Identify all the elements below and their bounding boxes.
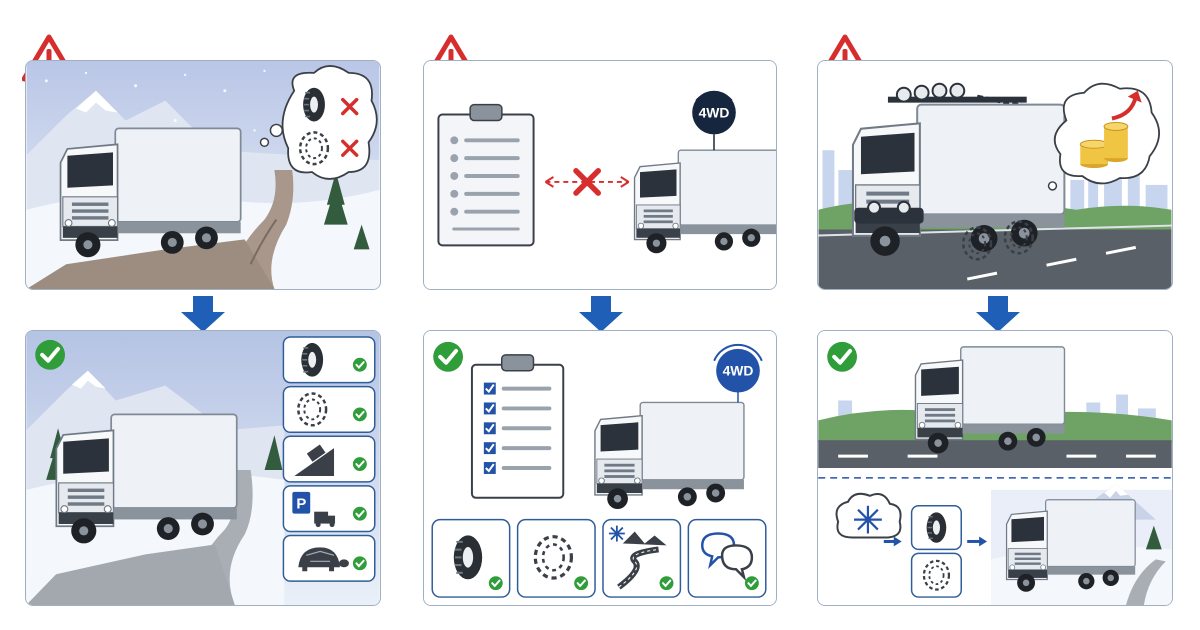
- thought-bubble: [281, 65, 378, 180]
- panel-no-planning: 4WD: [423, 60, 777, 290]
- panel-overequipped-truck: [817, 60, 1173, 290]
- light-bar: [887, 82, 1028, 109]
- panel-with-planning: 4WD: [423, 330, 777, 606]
- panel-right-equipment: [817, 330, 1173, 606]
- snowflake-icon: [854, 505, 882, 534]
- four-wheel-drive-label: 4WD: [723, 363, 754, 379]
- tire-icon: [302, 86, 326, 123]
- check-circle-icon: [743, 575, 760, 592]
- snowy-road-scene: [991, 483, 1172, 605]
- panel-snowy-road-prepared: P: [25, 330, 381, 606]
- planning-scene: 4WD: [424, 331, 776, 605]
- check-circle-icon: [433, 341, 463, 372]
- clipboard-icon: [470, 354, 565, 499]
- check-circle-icon: [658, 575, 675, 592]
- down-arrow-icon: [181, 296, 225, 332]
- winding-road-icon: [617, 531, 667, 590]
- highway-scene: [818, 331, 1172, 605]
- check-circle-icon: [351, 555, 368, 572]
- check-circle-icon: [351, 356, 368, 373]
- check-circle-icon: [351, 505, 368, 522]
- turtle-icon: [298, 547, 349, 572]
- check-circle-icon: [487, 575, 504, 592]
- check-circle-icon: [35, 339, 66, 370]
- svg-text:P: P: [296, 497, 306, 513]
- tire-icon: [452, 534, 484, 581]
- snowy-road-scene: P: [26, 331, 380, 605]
- down-arrow-icon: [976, 296, 1020, 332]
- planning-scene: 4WD: [424, 61, 776, 289]
- tire-icon: [300, 341, 325, 378]
- coins-icon: [1079, 90, 1142, 169]
- checklist-tiles: P: [35, 336, 376, 582]
- down-arrow-icon: [579, 296, 623, 332]
- check-circle-icon: [827, 341, 858, 372]
- highway-scene: [818, 61, 1172, 289]
- four-wheel-drive-badge: [716, 348, 760, 393]
- bull-bar: [854, 200, 924, 224]
- four-wheel-drive-label: 4WD: [699, 105, 730, 121]
- check-circle-icon: [351, 456, 368, 472]
- clipboard-icon: [437, 103, 535, 247]
- panel-snowy-road-unprepared: [25, 60, 381, 290]
- check-circle-icon: [351, 406, 368, 423]
- parking-truck-icon: P: [292, 491, 336, 528]
- snowy-road-scene: [26, 61, 380, 289]
- speech-bubbles-icon: [701, 532, 754, 582]
- snowflake-icon: [608, 525, 625, 542]
- check-circle-icon: [573, 575, 590, 592]
- four-wheel-drive-badge: [692, 90, 736, 135]
- tire-icon: [925, 511, 948, 544]
